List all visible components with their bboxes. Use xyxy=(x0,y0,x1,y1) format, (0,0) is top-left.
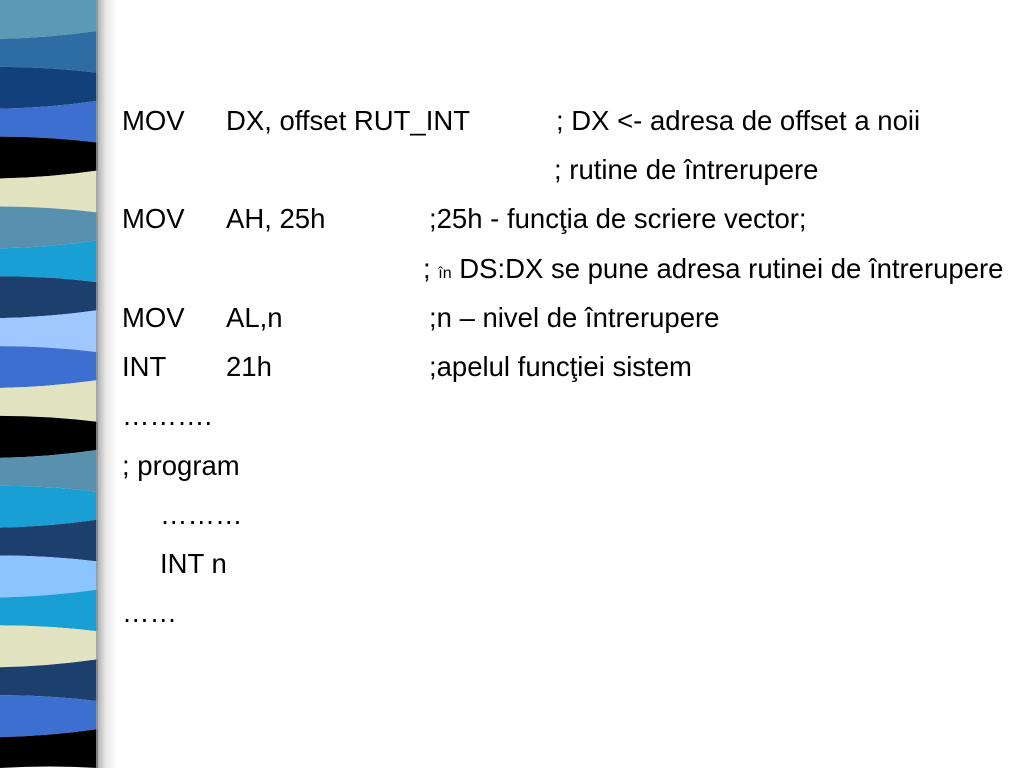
stripe-block xyxy=(0,100,98,143)
stripe-block xyxy=(0,449,98,492)
stripe-block xyxy=(0,555,98,598)
comment: ;apelul funcţiei sistem xyxy=(429,351,692,382)
stripe-block xyxy=(0,310,98,353)
stripe-block xyxy=(0,276,98,319)
stripe-block xyxy=(0,415,98,458)
stripe-block xyxy=(0,659,98,702)
ellipsis: ………. xyxy=(122,400,213,431)
stripe-block xyxy=(0,589,98,632)
comment-small-text: în xyxy=(438,265,452,282)
stripe-block xyxy=(0,346,98,388)
stripe-block xyxy=(0,206,98,249)
ellipsis: ……… xyxy=(160,499,243,530)
operands: AH, 25h xyxy=(226,203,326,234)
comment: ;n – nivel de întrerupere xyxy=(429,302,720,333)
stripe-block xyxy=(0,136,98,179)
opcode: MOV xyxy=(122,105,185,136)
instruction: INT n xyxy=(160,548,227,579)
stripe-block xyxy=(0,519,98,562)
comment: ; rutine de întrerupere xyxy=(554,154,819,185)
stripe-block xyxy=(0,170,98,213)
comment-text: DS:DX se pune adresa rutinei de întrerup… xyxy=(451,253,1004,284)
decorative-stripe xyxy=(0,0,98,768)
stripe-block xyxy=(0,380,98,422)
opcode: MOV xyxy=(122,203,185,234)
stripe-block xyxy=(0,0,98,39)
stripe-block xyxy=(0,695,98,738)
operands: DX, offset RUT_INT xyxy=(226,105,470,136)
comment: ; program xyxy=(122,450,240,481)
operands: AL,n xyxy=(226,302,283,333)
code-listing: MOV DX, offset RUT_INT ; DX <- adresa de… xyxy=(122,0,1024,768)
stripe-block xyxy=(0,240,98,283)
stripe-block xyxy=(0,66,98,109)
operands: 21h xyxy=(226,351,272,382)
comment: ;25h - funcţia de scriere vector; xyxy=(429,203,807,234)
comment-prefix: ; xyxy=(423,253,439,284)
comment: ; DX <- adresa de offset a noii xyxy=(556,105,921,136)
opcode: INT xyxy=(122,351,167,382)
stripe-block xyxy=(0,729,98,768)
opcode: MOV xyxy=(122,302,185,333)
comment: ; în DS:DX se pune adresa rutinei de înt… xyxy=(423,250,1003,293)
stripe-shadow xyxy=(96,0,118,768)
stripe-block xyxy=(0,485,98,528)
ellipsis: …… xyxy=(122,597,177,628)
stripe-block xyxy=(0,30,98,73)
stripe-block xyxy=(0,625,98,668)
